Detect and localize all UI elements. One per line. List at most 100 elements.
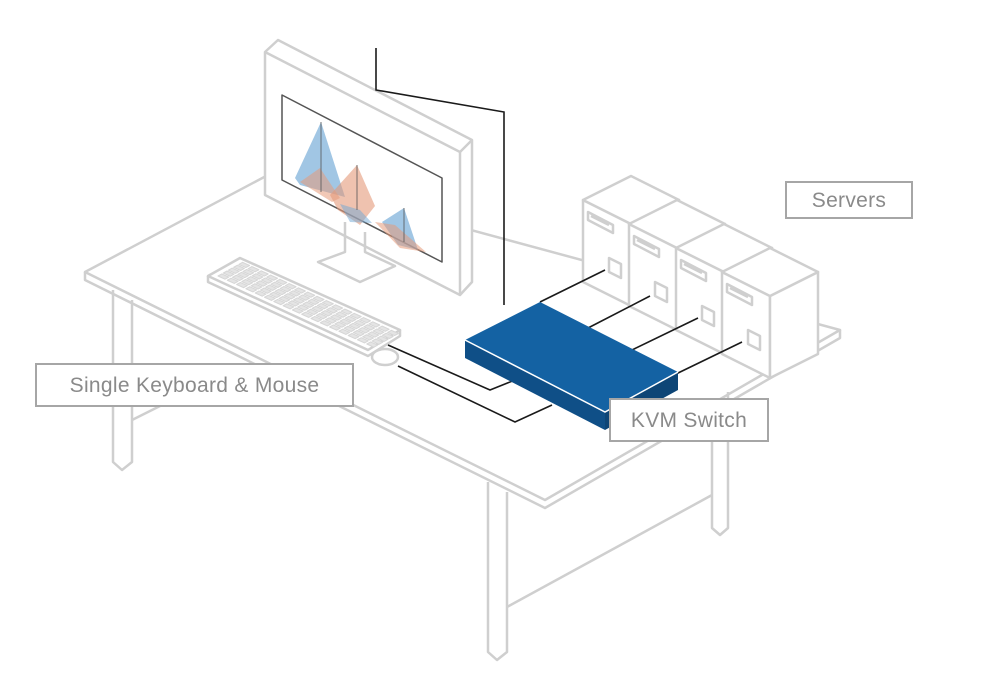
keyboard-key (284, 283, 297, 290)
keyboard-key (349, 312, 362, 320)
keyboard-key (274, 288, 287, 296)
keyboard-key (265, 284, 277, 291)
keyboard-key (217, 273, 230, 280)
keyboard-key (303, 291, 316, 298)
keyboard-key (366, 341, 379, 348)
keyboard-key (288, 290, 301, 297)
keyboard-key (387, 329, 399, 337)
keyboard-key (279, 285, 292, 293)
keyboard-mouse-label: Single Keyboard & Mouse (35, 363, 354, 407)
keyboard-key (251, 273, 264, 280)
keyboard-key (282, 303, 295, 310)
keyboard-key (261, 277, 273, 284)
keyboard-key (259, 287, 272, 294)
servers-label: Servers (785, 181, 913, 219)
keyboard-key (302, 301, 315, 308)
keyboard-key (377, 325, 390, 332)
keyboard-key (293, 297, 305, 304)
keyboard-key (241, 279, 254, 286)
keyboard-key (329, 324, 341, 331)
keyboard-key (344, 315, 357, 322)
keyboard-key (283, 293, 296, 300)
keyboard-key (339, 318, 352, 325)
keyboard-key (362, 334, 374, 341)
keyboard-key (357, 337, 369, 344)
keyboard-key (359, 317, 371, 324)
keyboard-key (315, 313, 328, 320)
keyboard-key (371, 338, 384, 345)
keyboard-key (245, 286, 258, 293)
keyboard-key (270, 281, 283, 288)
keyboard-key (334, 321, 347, 328)
keyboard-key (237, 271, 249, 279)
kvm-switch-label: KVM Switch (609, 398, 769, 442)
keyboard-key (372, 328, 385, 335)
server-cable-3 (631, 317, 699, 351)
keyboard-key (368, 321, 381, 328)
keyboard-key (307, 298, 320, 305)
keyboard-keys (217, 261, 399, 348)
keyboard-key (347, 332, 360, 340)
keyboard-key (348, 322, 361, 330)
keyboard-key (287, 300, 300, 307)
keyboard-key (316, 302, 329, 310)
keyboard-key (330, 314, 342, 321)
keyboard-key (319, 320, 332, 327)
keyboard-key (343, 325, 356, 333)
keyboard-key (335, 311, 348, 318)
keyboard-key (310, 315, 323, 323)
server-cable-1 (539, 269, 606, 303)
keyboard-key (278, 296, 291, 303)
keyboard-key (331, 304, 344, 311)
keyboard-key (367, 331, 380, 338)
keyboard-key (246, 276, 259, 283)
keyboard-key (381, 332, 394, 339)
keyboard-key (306, 308, 319, 316)
keyboard-key (338, 328, 351, 335)
keyboard-key (311, 305, 324, 313)
keyboard-key (266, 274, 278, 281)
keyboard-key (236, 281, 248, 289)
keyboard-key (298, 294, 310, 301)
keyboard-key (222, 270, 235, 277)
server-tower (720, 246, 820, 380)
keyboard-key (264, 294, 276, 301)
keyboard-key (238, 261, 251, 269)
keyboard-key (242, 268, 255, 276)
keyboard-key (301, 311, 313, 318)
keyboard-key (247, 266, 260, 273)
keyboard-key (269, 291, 281, 299)
mouse-icon (370, 347, 400, 367)
keyboard-key (363, 324, 376, 331)
keyboard-key (255, 280, 268, 287)
keyboard-key (254, 290, 267, 297)
keyboard-key (322, 300, 334, 307)
server-cable-2 (587, 295, 651, 329)
keyboard-key (232, 274, 244, 282)
keyboard-key (312, 295, 325, 303)
mouse-cable (397, 365, 553, 423)
keyboard-key (275, 278, 288, 286)
keyboard-key (358, 327, 370, 334)
keyboard-key (354, 319, 366, 327)
monitor-chart (295, 122, 426, 252)
keyboard-key (320, 310, 333, 317)
keyboard-key (294, 287, 306, 294)
keyboard-key (340, 308, 353, 315)
keyboard-key (227, 267, 240, 274)
keyboard-key (352, 330, 365, 337)
keyboard-key (291, 307, 304, 314)
keyboard-key (256, 270, 269, 277)
keyboard-key (326, 307, 338, 314)
server-cable-4 (675, 341, 743, 375)
keyboard-key (250, 283, 263, 290)
keyboard-key (273, 298, 286, 306)
keyboard-key (233, 264, 245, 271)
keyboard-key (376, 335, 389, 342)
keyboard-key (226, 277, 239, 284)
server-tower-icon (581, 174, 820, 380)
keyboard-key (325, 317, 337, 324)
monitor-cable (375, 48, 505, 305)
keyboard-key (297, 304, 309, 311)
